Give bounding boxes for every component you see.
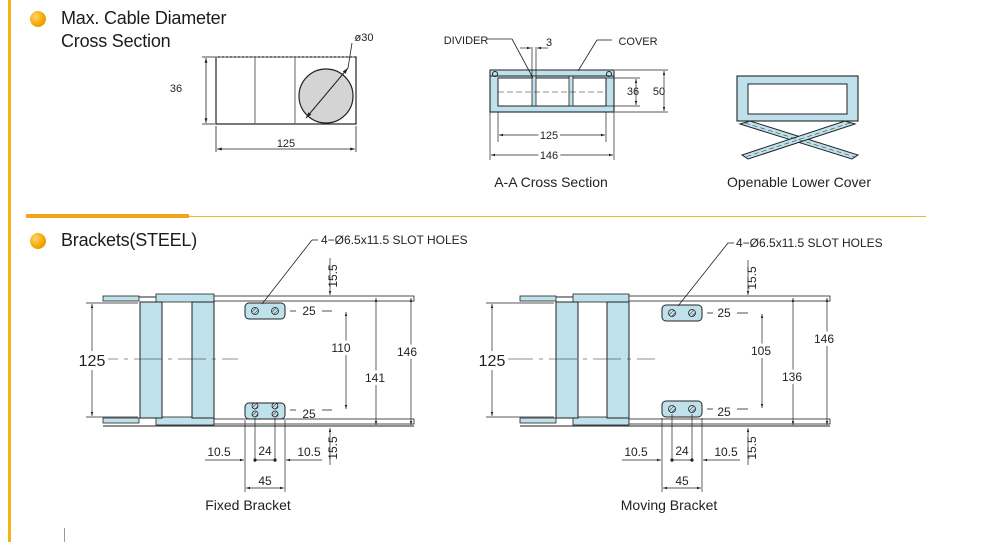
fixed-left-margin-label: 10.5 [207,445,231,459]
moving-width-label: 125 [479,353,506,370]
fixed-hole-gap-label: 24 [258,444,272,458]
fixed-outer-label: 141 [365,371,385,385]
fixed-hole-width-label: 25 [302,304,316,318]
page-edge-mark [64,528,65,542]
moving-slot-note: 4−Ø6.5x11.5 SLOT HOLES [736,236,883,250]
fixed-slot-note: 4−Ø6.5x11.5 SLOT HOLES [321,233,468,247]
cable-width-label: 125 [277,138,295,150]
moving-bottom-offset-label: 15.5 [745,436,759,460]
fixed-hole-width-label-2: 25 [302,407,316,421]
moving-outer-label: 136 [782,370,802,384]
section-title-brackets: Brackets(STEEL) [61,229,197,252]
section-title-line2: Cross Section [61,31,171,51]
moving-hole-gap-label: 24 [675,444,689,458]
aa-inner-width-label: 125 [540,130,558,142]
moving-left-margin-label: 10.5 [624,445,648,459]
section-title-line1: Max. Cable Diameter [61,8,227,28]
aa-section-caption: A-A Cross Section [494,174,608,190]
moving-bracket-caption: Moving Bracket [620,497,718,513]
fixed-width-label: 125 [79,353,106,370]
lower-cover-caption: Openable Lower Cover [727,174,871,190]
fixed-top-offset-label: 15.5 [326,264,340,288]
moving-top-offset-label: 15.5 [745,266,759,290]
cable-diameter-drawing: ø30 36 125 [170,32,374,152]
section-bullet-icon [30,11,46,27]
moving-plate-width-label: 45 [675,474,689,488]
aa-inner-height-label: 36 [627,86,639,98]
moving-bracket-drawing: 125 4−Ø6.5x11.5 SLOT HOLES 25 25 15.5 10… [475,236,883,492]
lower-cover-drawing [736,75,860,160]
section-divider-accent [26,214,189,218]
fixed-bracket-caption: Fixed Bracket [205,497,291,513]
aa-outer-width-label: 146 [540,150,558,162]
fixed-bracket-drawing: 125 4−Ø6.5x11.5 SLOT HOLES 25 25 15.5 11… [75,233,468,492]
fixed-bottom-offset-label: 15.5 [326,436,340,460]
moving-pitch-label: 105 [751,344,771,358]
cable-height-label: 36 [170,83,182,95]
section-title-line1: Brackets(STEEL) [61,230,198,250]
section-divider [26,216,926,217]
section-bullet-icon [30,233,46,249]
cable-circle [298,68,354,124]
divider-thickness-label: 3 [546,37,552,49]
fixed-total-label: 146 [397,345,417,359]
moving-total-label: 146 [814,332,834,346]
divider-label: DIVIDER [444,35,489,47]
section-title-max-cable: Max. Cable Diameter Cross Section [61,7,226,53]
cover-label: COVER [618,36,657,48]
fixed-plate-width-label: 45 [258,474,272,488]
moving-right-margin-label: 10.5 [714,445,738,459]
aa-section-drawing: DIVIDER 3 COVER 36 50 125 146 [444,35,668,165]
moving-hole-width-label-2: 25 [717,405,731,419]
moving-hole-width-label: 25 [717,306,731,320]
edge-rule [8,0,11,542]
aa-outer-height-label: 50 [653,86,665,98]
cable-diameter-label: ø30 [355,32,374,44]
fixed-pitch-label: 110 [331,341,350,355]
fixed-right-margin-label: 10.5 [297,445,321,459]
